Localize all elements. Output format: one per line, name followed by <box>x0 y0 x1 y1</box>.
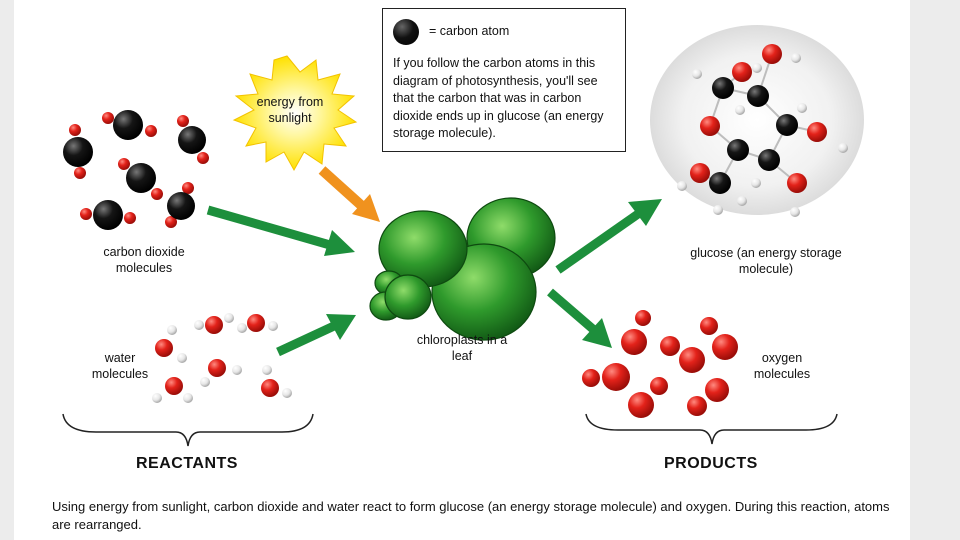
water-molecule <box>200 359 242 387</box>
oxygen-label: oxygen molecules <box>753 351 811 381</box>
energy-label: energy from sunlight <box>256 95 324 125</box>
oxygen-molecule <box>628 377 668 418</box>
right-gutter <box>910 0 960 540</box>
oxygen-molecules-icon <box>582 310 738 418</box>
water-molecules-icon <box>152 313 292 403</box>
co2-molecule <box>177 115 209 164</box>
caption: Using energy from sunlight, carbon dioxi… <box>52 499 890 532</box>
oxygen-molecule <box>687 378 729 416</box>
legend-key-label: = carbon atom <box>429 24 510 38</box>
products-title: PRODUCTS <box>664 455 758 472</box>
chloroplasts-label: chloroplasts in a leaf <box>416 333 508 363</box>
reactants-brace <box>62 413 314 447</box>
oxygen-molecule <box>700 317 738 360</box>
co2-molecule <box>165 182 195 228</box>
co2-molecule <box>118 158 163 200</box>
water-molecule <box>194 313 234 334</box>
arrow-sunlight-to-chloroplast <box>318 166 380 222</box>
arrow-water-to-chloroplast <box>276 314 356 357</box>
legend-note: If you follow the carbon atoms in this d… <box>393 56 604 140</box>
carbon-atom-icon <box>393 19 419 45</box>
water-label: water molecules <box>91 351 149 381</box>
products-brace <box>585 413 838 445</box>
co2-molecule <box>102 110 157 140</box>
water-molecule <box>155 325 187 363</box>
sunlight-burst-icon <box>232 55 358 172</box>
co2-molecule <box>63 124 93 179</box>
water-molecule <box>237 314 278 333</box>
glucose-molecule-icon <box>677 44 848 217</box>
glucose-label: glucose (an energy storage molecule) <box>690 246 842 276</box>
oxygen-molecule <box>621 310 651 355</box>
reactants-title: REACTANTS <box>136 455 238 472</box>
legend-box: = carbon atom If you follow the carbon a… <box>382 8 626 152</box>
water-molecule <box>261 365 292 398</box>
arrow-chloroplast-to-oxygen <box>547 288 612 348</box>
arrow-chloroplast-to-glucose <box>555 199 662 274</box>
co2-molecules-icon <box>63 110 209 230</box>
arrow-co2-to-chloroplast <box>206 205 355 256</box>
oxygen-molecule <box>582 363 630 391</box>
chloroplasts-icon <box>369 197 556 341</box>
water-molecule <box>152 377 193 403</box>
co2-label: carbon dioxide molecules <box>103 245 185 275</box>
co2-molecule <box>80 200 136 230</box>
oxygen-molecule <box>660 336 705 373</box>
